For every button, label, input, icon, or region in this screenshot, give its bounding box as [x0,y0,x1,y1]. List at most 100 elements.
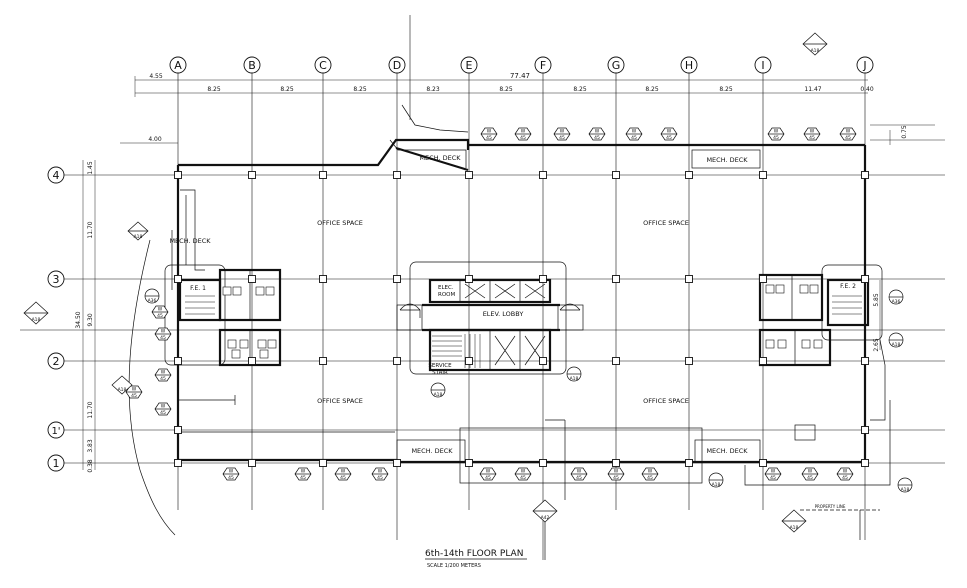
structural-column [539,357,547,365]
svg-text:8.25: 8.25 [280,86,294,93]
grid-bubble-3: 3 [47,270,65,288]
svg-text:45: 45 [160,376,166,382]
svg-text:45: 45 [773,135,779,141]
structural-column [759,171,767,179]
svg-text:45: 45 [666,135,672,141]
structural-column [861,459,869,467]
svg-text:W: W [487,129,492,135]
window-tag: W45 [514,127,532,141]
svg-text:0.40: 0.40 [860,86,874,93]
room-office-sw: OFFICE SPACE [317,397,363,405]
svg-text:W: W [810,129,815,135]
grid-bubble-d: D [388,56,406,74]
window-tag: W45 [154,402,172,416]
svg-text:A36: A36 [892,299,901,305]
section-marker-left: A18 [23,301,49,325]
svg-text:D: D [393,59,401,72]
svg-text:W: W [648,469,653,475]
structural-column [393,459,401,467]
svg-text:A18: A18 [118,387,127,393]
structural-column [465,459,473,467]
svg-text:W: W [632,129,637,135]
structural-column [174,171,182,179]
structural-columns [174,171,869,467]
window-tag: W45 [334,467,352,481]
svg-text:8.25: 8.25 [499,86,513,93]
svg-text:45: 45 [647,475,653,481]
svg-text:W: W [667,129,672,135]
svg-text:45: 45 [842,475,848,481]
structural-column [539,171,547,179]
dimension-lines [82,76,945,470]
window-tag: W45 [514,467,532,481]
svg-text:4: 4 [53,169,60,182]
room-mech-deck-bottom-right: MECH. DECK [706,447,748,455]
detail-tag-right-c: A18 [897,477,913,493]
svg-text:A42: A42 [541,515,550,521]
svg-text:1: 1 [53,457,60,470]
svg-text:45: 45 [486,135,492,141]
svg-text:8.25: 8.25 [353,86,367,93]
window-tag: W45 [625,127,643,141]
structural-column [861,357,869,365]
svg-text:W: W [843,469,848,475]
room-fe-2: F.E. 2 [840,283,856,290]
grid-bubble-h: H [680,56,698,74]
svg-text:77.47: 77.47 [510,72,530,80]
svg-text:45: 45 [807,475,813,481]
window-tag: W45 [151,305,169,319]
detail-tag-center: A18 [566,366,582,382]
svg-text:45: 45 [485,475,491,481]
window-tags: W45W45W45W45W45W45W45W45W45W45W45W45W45W… [125,127,857,481]
building-core [396,261,584,375]
svg-text:45: 45 [228,475,234,481]
svg-text:0.38: 0.38 [87,459,94,473]
svg-text:I: I [761,59,764,72]
grid-row-bubbles: 4 3 2 1' 1 [47,166,65,472]
svg-text:W: W [341,469,346,475]
window-tag: W45 [839,127,857,141]
structural-column [174,459,182,467]
svg-text:8.23: 8.23 [426,86,440,93]
window-tag: W45 [553,127,571,141]
svg-text:W: W [808,469,813,475]
window-tag: W45 [294,467,312,481]
structural-column [465,171,473,179]
window-tag: W45 [801,467,819,481]
room-mech-deck-left: MECH. DECK [169,237,211,245]
room-service-stair-1: SERVICE [428,363,452,369]
svg-text:45: 45 [520,135,526,141]
svg-text:A36: A36 [148,298,157,304]
room-labels: OFFICE SPACE OFFICE SPACE OFFICE SPACE O… [169,154,856,509]
svg-text:W: W [161,404,166,410]
room-office-ne: OFFICE SPACE [643,219,689,227]
svg-text:W: W [595,129,600,135]
window-tag: W45 [836,467,854,481]
svg-text:W: W [846,129,851,135]
structural-column [465,275,473,283]
svg-text:1': 1' [51,426,60,437]
svg-text:A18: A18 [790,525,799,531]
structural-column [861,426,869,434]
structural-column [759,275,767,283]
section-marker-bottom-right: A18 [781,509,807,533]
svg-text:W: W [614,469,619,475]
room-elev-lobby: ELEV. LOBBY [483,310,524,318]
drawing-scale: SCALE 1/200 METERS [427,563,481,569]
svg-text:45: 45 [160,410,166,416]
svg-text:A18: A18 [892,342,901,348]
svg-text:8.25: 8.25 [645,86,659,93]
structural-column [685,171,693,179]
svg-text:11.70: 11.70 [87,401,94,418]
grid-bubble-a: A [169,56,187,74]
svg-text:W: W [378,469,383,475]
svg-text:45: 45 [845,135,851,141]
structural-column [685,459,693,467]
section-marker-top-right: A18 [802,32,828,56]
section-marker-left-2: A18 [127,221,149,241]
svg-text:W: W [560,129,565,135]
svg-text:B: B [248,59,256,72]
structural-column [685,357,693,365]
svg-text:F: F [540,59,546,72]
